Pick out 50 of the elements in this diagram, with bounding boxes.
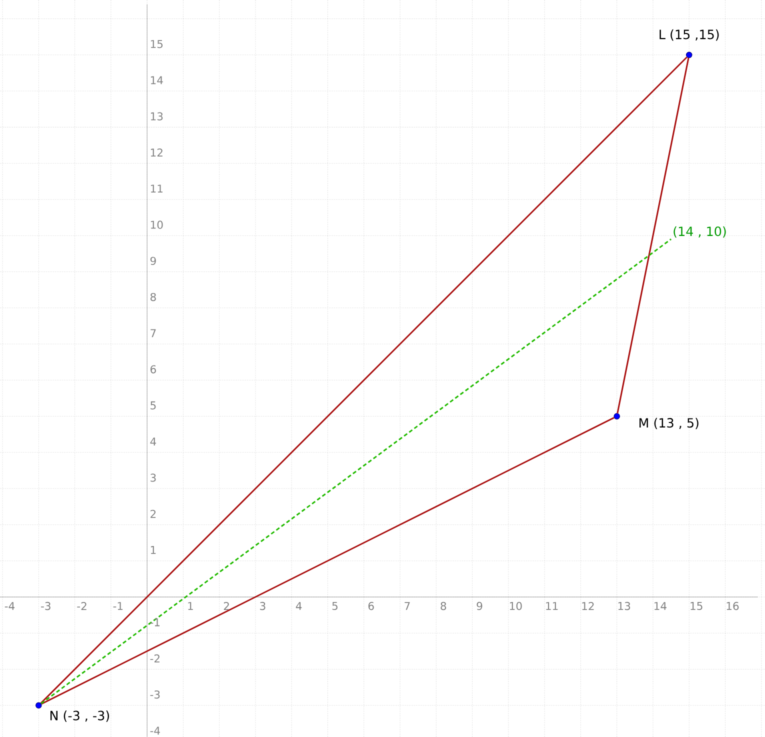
tick-label: 14	[654, 602, 666, 610]
tick-label: 4	[150, 438, 156, 446]
point-label: N (-3 , -3)	[50, 710, 109, 722]
line-segment	[616, 58, 690, 414]
tick-label: 8	[440, 602, 446, 610]
tick-label: 10	[510, 602, 522, 610]
tick-label: 16	[726, 602, 739, 610]
tick-label: 15	[690, 602, 702, 610]
tick-label: 14	[150, 76, 163, 84]
point	[36, 702, 42, 709]
tick-label: 3	[150, 474, 156, 482]
tick-label: -1	[113, 602, 123, 610]
tick-label: -2	[150, 654, 160, 662]
tick-label: 7	[404, 602, 410, 610]
tick-label: 15	[150, 40, 163, 48]
point-label: (14 , 10)	[674, 226, 726, 238]
tick-label: 8	[150, 293, 156, 302]
tick-label: 10	[150, 220, 163, 229]
tick-label: 2	[224, 602, 229, 610]
point	[686, 52, 692, 58]
tick-label: 9	[150, 256, 156, 266]
tick-label: 6	[368, 602, 374, 610]
tick-label: 13	[150, 112, 163, 121]
tick-label: 11	[546, 602, 558, 610]
tick-label: -1	[150, 618, 160, 626]
tick-label: -2	[77, 602, 86, 610]
tick-label: 2	[150, 510, 156, 518]
tick-label: 1	[188, 602, 193, 610]
tick-label: -4	[150, 726, 160, 735]
tick-label: 5	[332, 602, 338, 610]
tick-label: 13	[618, 602, 630, 610]
tick-label: 5	[150, 402, 156, 410]
tick-label: -4	[4, 602, 15, 610]
tick-label: 4	[296, 602, 302, 610]
point-label: M (13 , 5)	[640, 418, 698, 430]
point	[614, 413, 620, 420]
tick-label: 6	[150, 365, 156, 374]
tick-label: 11	[150, 184, 163, 193]
tick-label: -3	[41, 602, 50, 610]
tick-label: 9	[476, 602, 482, 610]
tick-label: 3	[260, 602, 266, 610]
line-segment	[40, 56, 688, 704]
line-segment	[40, 238, 672, 704]
tick-label: 7	[150, 329, 156, 338]
tick-label: 1	[150, 546, 156, 554]
tick-label: -3	[150, 690, 160, 699]
tick-label: 12	[582, 602, 594, 610]
line-segment	[41, 417, 614, 705]
tick-label: 12	[150, 148, 162, 157]
point-label: L (15 ,15)	[660, 30, 719, 41]
